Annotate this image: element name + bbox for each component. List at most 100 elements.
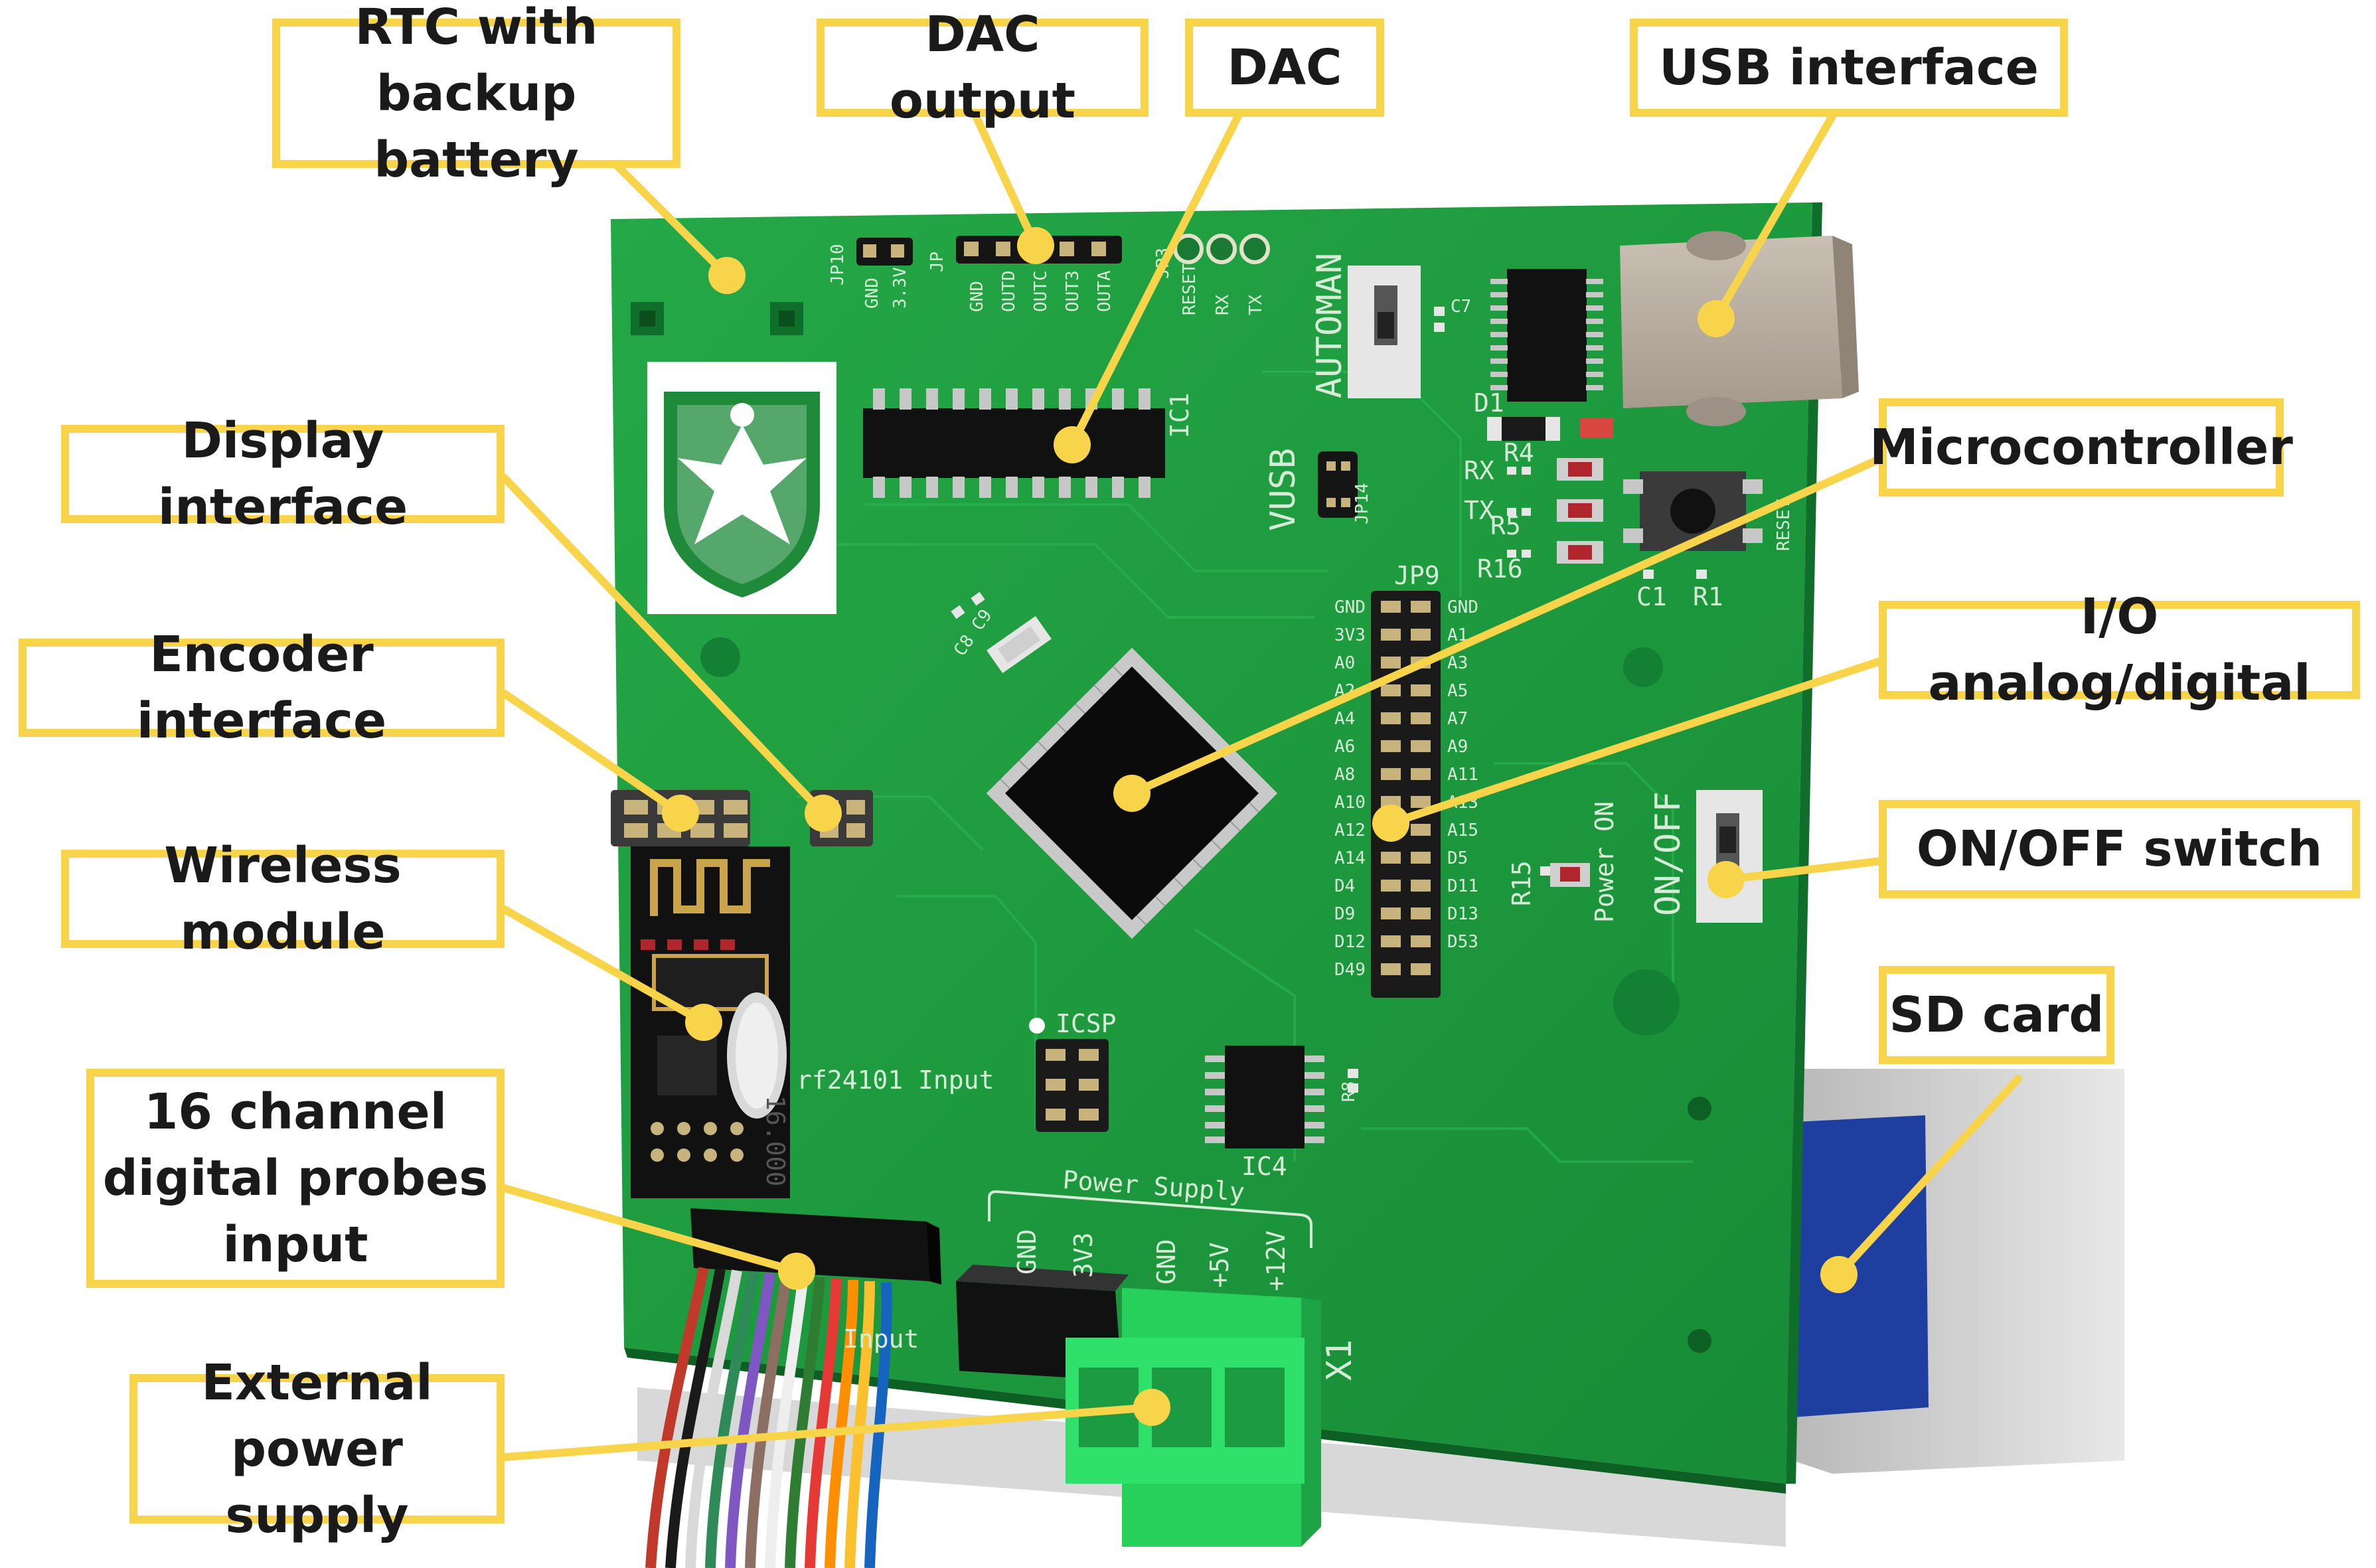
ic1-dac-chip — [863, 388, 1165, 498]
silk-3v3: 3V3 — [1069, 1232, 1098, 1278]
silk-ic1: IC1 — [1165, 392, 1194, 438]
silk-r8: R8 — [1339, 1081, 1359, 1102]
jp9-pin — [1411, 824, 1431, 836]
wireless-module — [631, 846, 790, 1198]
jp9-label-right: D13 — [1447, 904, 1478, 924]
usb-connector — [1620, 231, 1859, 426]
silk-r16: R16 — [1477, 554, 1523, 584]
icsp-header — [1036, 1039, 1109, 1132]
status-leds — [1507, 458, 1603, 564]
c1-cap — [1643, 570, 1654, 579]
silk-r1: R1 — [1693, 582, 1723, 611]
onoff-switch-part — [1696, 790, 1763, 923]
d1-diode-pad-b — [1545, 417, 1560, 441]
dac-pin-label: OUTA — [1095, 270, 1115, 312]
silk-onoff: ON/OFF — [1648, 791, 1688, 916]
dot-wireless — [685, 1004, 722, 1041]
f1-fuse — [1580, 418, 1613, 438]
silk-jp: JP — [927, 252, 947, 272]
silk-gnd-1: GND — [1012, 1229, 1042, 1275]
jp9-pin — [1381, 768, 1401, 780]
leader-lines — [501, 112, 2022, 1461]
dot-power — [1133, 1389, 1170, 1426]
jp9-pin — [1411, 963, 1431, 975]
jp10-pin-label: GND — [862, 277, 882, 309]
jp9-label-left: GND — [1334, 597, 1366, 617]
jp9-label-left: A0 — [1334, 653, 1355, 673]
callout-display: Display interface — [61, 412, 505, 536]
silk-x1: X1 — [1320, 1339, 1360, 1381]
silk-r4: R4 — [1504, 438, 1534, 467]
dot-encoder — [662, 795, 699, 832]
jp9-label-right: D5 — [1447, 848, 1468, 868]
jp9-label-left: A12 — [1334, 821, 1366, 840]
silk-rf: rf24101 Input — [797, 1065, 994, 1095]
jp9-pin — [1411, 712, 1431, 724]
leader-onoff — [1722, 856, 1896, 884]
jp9-label-right: GND — [1447, 597, 1478, 617]
jp9-pin — [1381, 796, 1401, 808]
jp9-pin — [1381, 963, 1401, 975]
dac-pin-label: GND — [967, 281, 987, 312]
silk-gnd-2: GND — [1152, 1239, 1181, 1285]
silk-tx: TX — [1464, 496, 1494, 525]
jp9-pin — [1411, 768, 1431, 780]
silk-automan: AUTOMAN — [1310, 253, 1350, 398]
dot-dac-output — [1017, 227, 1054, 264]
callout-usb: USB interface — [1630, 19, 2068, 117]
jp9-pin — [1381, 601, 1401, 613]
d1-diode-pad-a — [1487, 417, 1502, 441]
dot-microcontroller — [1113, 775, 1150, 812]
dot-io — [1372, 805, 1409, 842]
silk-12v: +12V — [1261, 1230, 1291, 1291]
silk-rx: RX — [1464, 456, 1494, 485]
icsp-pin1-marker — [1029, 1018, 1045, 1034]
r1-res — [1696, 570, 1707, 579]
power-led-lens — [1560, 867, 1580, 882]
silk-d1: D1 — [1474, 388, 1504, 418]
silk-ic4: IC4 — [1241, 1152, 1287, 1181]
jp9-pin — [1381, 935, 1401, 947]
dot-display — [805, 795, 842, 832]
jp9-label-left: A4 — [1334, 709, 1355, 729]
silk-5v: +5V — [1205, 1242, 1234, 1288]
silk-r5: R5 — [1490, 511, 1521, 540]
silk-jp10: JP10 — [828, 244, 848, 285]
callout-io: I/O analog/digital — [1879, 588, 2360, 712]
jp3-pin-label: RX — [1213, 294, 1233, 315]
callout-dac: DAC — [1185, 19, 1384, 117]
silk-icsp: ICSP — [1056, 1009, 1117, 1038]
jp9-label-right: A7 — [1447, 709, 1468, 729]
dot-rtc — [708, 257, 746, 294]
dot-usb — [1698, 300, 1735, 337]
jp9-pin — [1411, 907, 1431, 919]
jp9-pin — [1381, 629, 1401, 641]
dac-pin-label: OUT3 — [1063, 270, 1083, 312]
jp9-label-right: A5 — [1447, 681, 1468, 701]
mcu-crystal — [987, 615, 1052, 674]
leader-rtc — [610, 159, 731, 279]
jp9-label-right: A11 — [1447, 765, 1478, 785]
jp9-pin — [1411, 601, 1431, 613]
leader-power — [501, 1403, 1156, 1461]
dot-onoff — [1707, 861, 1745, 898]
leader-encoder — [501, 690, 684, 817]
dac-pin-label: OUTD — [999, 270, 1019, 312]
silk-input: Input — [843, 1324, 919, 1354]
dot-sdcard — [1820, 1256, 1858, 1293]
jp9-pin — [1411, 880, 1431, 892]
leader-dac-output — [972, 112, 1040, 250]
c7-cap — [1434, 307, 1445, 316]
jp9-pin — [1381, 880, 1401, 892]
dac-pin-label: OUTC — [1031, 270, 1051, 312]
r8-resistor-b — [1348, 1083, 1358, 1093]
silk-xtal: 16.000 — [761, 1095, 790, 1186]
jp9-pin — [1381, 684, 1401, 696]
c8-cap — [951, 605, 965, 619]
jp9-label-left: A10 — [1334, 793, 1366, 813]
reset-button-part — [1623, 471, 1763, 551]
leader-usb — [1712, 112, 1836, 323]
usb-controller-chip — [1490, 269, 1603, 402]
silk-r15: R15 — [1507, 860, 1536, 906]
